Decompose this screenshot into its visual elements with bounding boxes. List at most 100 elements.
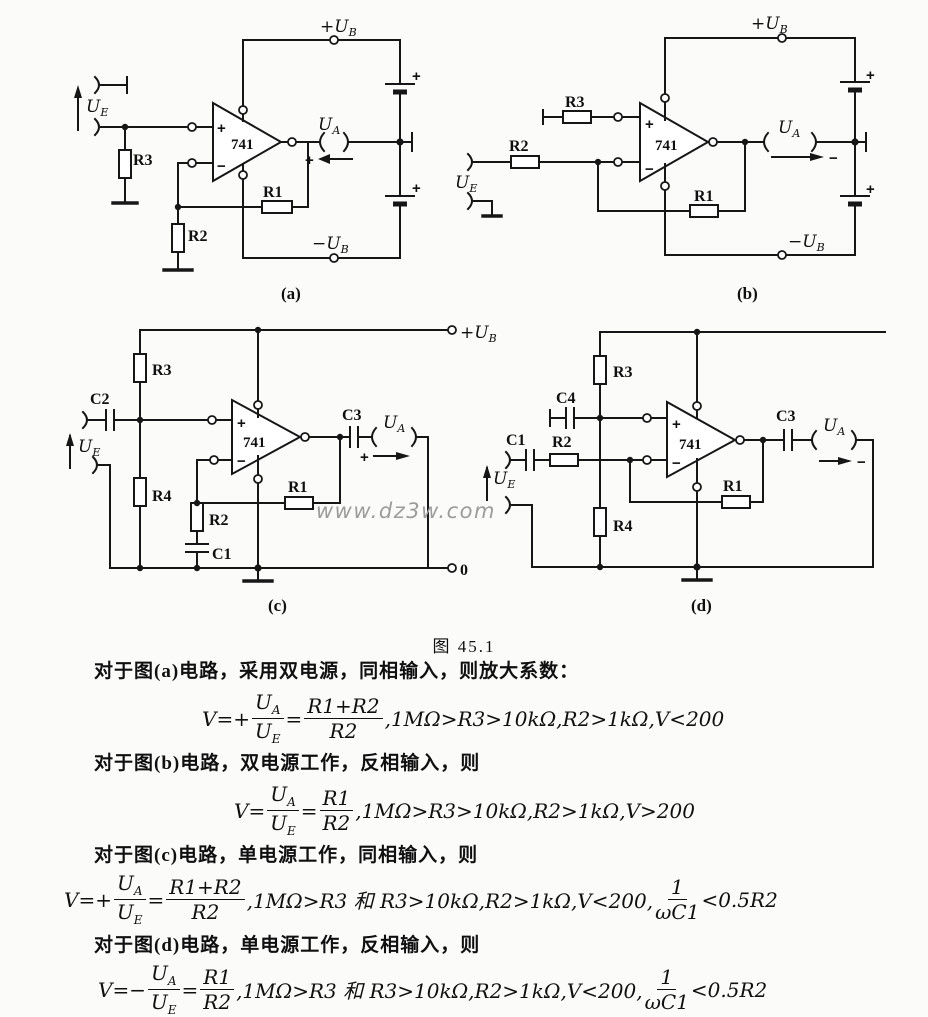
c3-label: C3 — [342, 407, 362, 424]
c3-label: C3 — [776, 408, 796, 425]
formula-conditions: ,1MΩ>R3>10kΩ,R2>1kΩ,V>200 — [355, 798, 695, 823]
noninverting-input-mark: + — [672, 416, 681, 433]
resistor-r1 — [689, 204, 719, 218]
paragraph-d: 对于图(d)电路，单电源工作，反相输入，则 — [94, 935, 481, 956]
subfigure-tag-c: (c) — [268, 596, 287, 615]
resistor-r2 — [510, 155, 540, 169]
resistor-r2 — [549, 453, 579, 467]
figure-45-1-schematics: UE R3 R2 R1 741 + − UA + +UB −UB + + (a) — [66, 14, 886, 615]
capacitor-c1 — [185, 543, 209, 553]
zero-rail-label: 0 — [460, 562, 468, 579]
paragraph-b: 对于图(b)电路，双电源工作，反相输入，则 — [94, 753, 481, 774]
r2-label: R2 — [509, 138, 529, 155]
fraction-ua-ue: UA UE — [251, 691, 284, 746]
ua-label: UA — [823, 416, 845, 438]
formula-lead: V=+ — [64, 887, 112, 912]
opamp-label: 741 — [679, 437, 702, 453]
resistor-r1 — [261, 200, 293, 214]
fraction-ua-ue: UA UE — [147, 962, 180, 1017]
opamp-label: 741 — [655, 138, 678, 154]
circuit-a-schematic: UE R3 R2 R1 741 + − UA + +UB −UB + + (a) — [74, 17, 421, 303]
capacitor-c2 — [105, 409, 115, 431]
resistor-r3 — [593, 355, 607, 385]
c1-label: C1 — [212, 546, 232, 563]
minus-ub-label: −UB — [788, 232, 825, 254]
r2-label: R2 — [209, 512, 229, 529]
inverting-input-mark: − — [217, 158, 226, 175]
output-polarity-mark: + — [360, 449, 369, 466]
input-terminal-arc — [504, 495, 511, 515]
ua-label: UA — [383, 413, 405, 435]
formula-d: V=− UA UE = R1 R2 ,1MΩ>R3 和 R3>10kΩ,R2>1… — [98, 962, 767, 1017]
resistor-r3 — [118, 149, 132, 179]
r1-label: R1 — [694, 188, 714, 205]
ue-label: UE — [493, 469, 515, 491]
output-polarity-mark: − — [829, 150, 838, 167]
watermark: www.dz3w.com — [316, 499, 496, 523]
noninverting-input-mark: + — [217, 120, 226, 137]
paragraph-a: 对于图(a)电路，采用双电源，同相输入，则放大系数： — [94, 661, 580, 682]
subfigure-tag-d: (d) — [691, 596, 712, 615]
ue-label: UE — [455, 173, 477, 195]
r2-label: R2 — [552, 434, 572, 451]
formula-lead: V=− — [98, 977, 146, 1002]
formula-conditions: ,1MΩ>R3 和 R3>10kΩ,R2>1kΩ,V<200, — [236, 979, 643, 1004]
r3-label: R3 — [152, 362, 172, 379]
r3-label: R3 — [565, 94, 585, 111]
polarity-arrow-icon — [396, 452, 410, 460]
fraction-r: R1+R2 R2 — [304, 695, 383, 742]
input-terminal-arc — [504, 450, 511, 470]
ue-arrow-icon — [66, 433, 74, 446]
resistor-r3 — [562, 110, 592, 124]
formula-conditions-2: <0.5R2 — [690, 977, 768, 1002]
formula-b: V= UA UE = R1 R2 ,1MΩ>R3>10kΩ,R2>1kΩ,V>2… — [234, 783, 695, 838]
ua-label: UA — [318, 115, 340, 137]
ue-arrow-icon — [483, 465, 491, 478]
minus-ub-label: −UB — [312, 234, 349, 256]
opamp-label: 741 — [231, 137, 254, 153]
formula-equals: = — [147, 887, 165, 912]
formula-equals: = — [181, 977, 199, 1002]
r1-label: R1 — [263, 184, 283, 201]
opamp-triangle — [639, 101, 711, 183]
resistor-r2 — [171, 223, 185, 253]
r3-label: R3 — [613, 364, 633, 381]
fraction-ua-ue: UA UE — [113, 872, 146, 927]
subfigure-tag-b: (b) — [737, 284, 758, 303]
fraction-omega-c1: 1 ωC1 — [655, 875, 700, 925]
circuit-c-schematic: +UB R3 C2 UE R4 R2 C1 R1 741 + − C3 UA +… — [66, 323, 497, 615]
r1-label: R1 — [288, 479, 308, 496]
r4-label: R4 — [613, 518, 633, 535]
paragraph-c: 对于图(c)电路，单电源工作，同相输入，则 — [94, 845, 479, 866]
ue-arrow-icon — [74, 85, 82, 98]
c2-label: C2 — [90, 391, 110, 408]
opamp-triangle — [212, 101, 284, 183]
input-terminal-arc — [91, 455, 98, 475]
opamp-label: 741 — [243, 435, 266, 451]
formula-conditions: ,1MΩ>R3 和 R3>10kΩ,R2>1kΩ,V<200, — [246, 889, 654, 914]
input-terminal-arc — [93, 117, 100, 137]
opamp-triangle — [666, 400, 738, 479]
input-terminal-arc — [93, 75, 100, 95]
resistor-r2 — [190, 502, 204, 532]
capacitor-c3 — [349, 426, 359, 448]
formula-equals: = — [285, 706, 303, 731]
formula-lead: V=+ — [202, 706, 250, 731]
ue-label: UE — [86, 97, 108, 119]
formula-c: V=+ UA UE = R1+R2 R2 ,1MΩ>R3 和 R3>10kΩ,R… — [64, 872, 778, 927]
r1-label: R1 — [723, 478, 743, 495]
resistor-r4 — [133, 477, 147, 507]
c4-label: C4 — [556, 390, 576, 407]
battery-plate-long — [840, 81, 870, 197]
fraction-ua-ue: UA UE — [267, 783, 299, 838]
resistor-r4 — [593, 507, 607, 537]
formula-equals: = — [300, 798, 318, 823]
formula-a: V=+ UA UE = R1+R2 R2 ,1MΩ>R3>10kΩ,R2>1kΩ… — [202, 691, 724, 746]
capacitor-c3 — [783, 429, 793, 451]
capacitor-c4 — [565, 407, 575, 429]
inverting-input-mark: − — [237, 453, 246, 470]
resistor-r3 — [133, 353, 147, 383]
r4-label: R4 — [152, 488, 172, 505]
fraction-r: R1+R2 R2 — [166, 876, 245, 923]
output-polarity-mark: − — [857, 454, 866, 471]
